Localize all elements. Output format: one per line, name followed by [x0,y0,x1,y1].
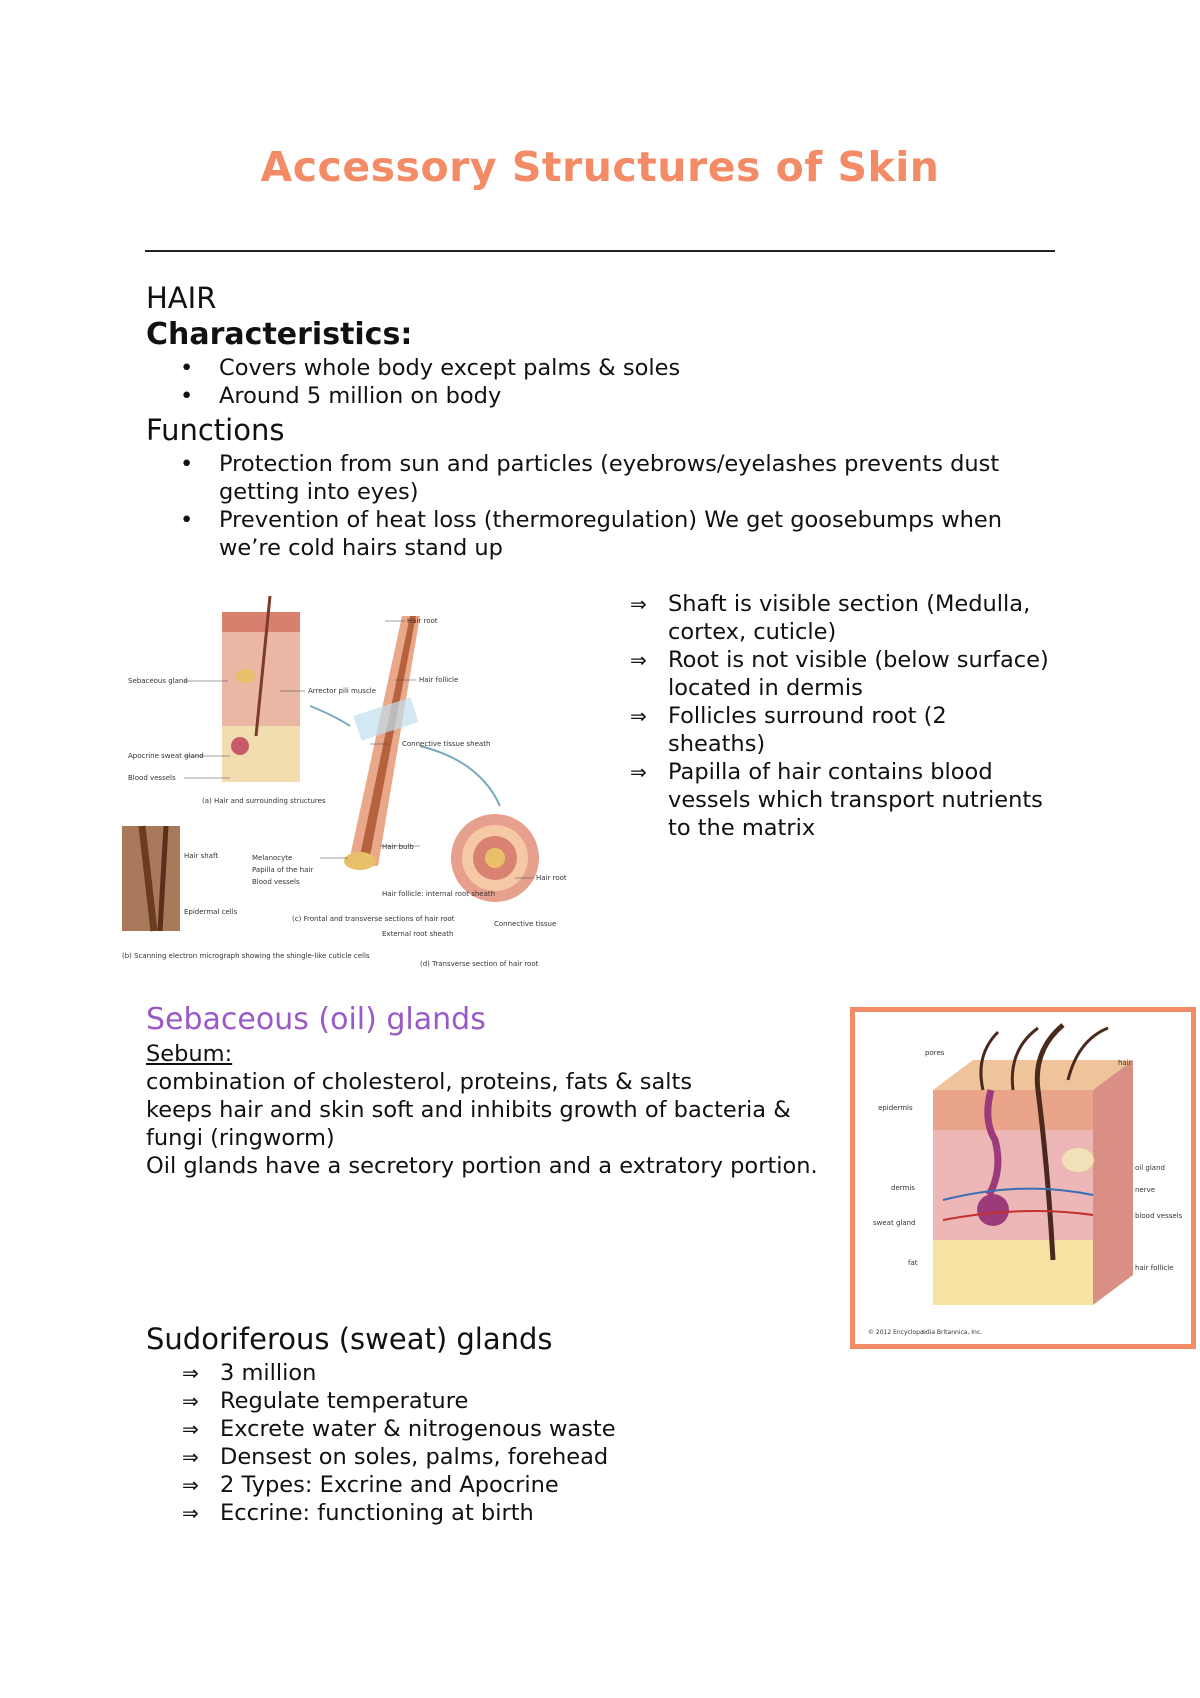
list-item: ⇒Regulate temperature [182,1388,469,1414]
label-hair-shaft: Hair shaft [184,852,218,860]
caption-b: (b) Scanning electron micrograph showing… [122,952,370,960]
bullet-icon: • [180,355,194,381]
double-arrow-icon: ⇒ [630,592,647,616]
oil-gland [1062,1148,1094,1172]
functions-heading: Functions [146,413,285,447]
caption-d: (d) Transverse section of hair root [420,960,539,968]
characteristics-heading: Characteristics: [146,317,413,352]
list-item: ⇒Densest on soles, palms, forehead [182,1444,609,1470]
characteristics-list: •Covers whole body except palms & soles … [146,354,680,410]
label-nerve: nerve [1135,1186,1155,1194]
label-hair-root-2: Hair root [536,874,567,882]
label-sebaceous-gland: Sebaceous gland [128,677,188,685]
sebaceous-heading: Sebaceous (oil) glands [146,1002,486,1037]
skin-cross-section-figure: pores hair epidermis oil gland nerve der… [868,1023,1183,1336]
caption-a: (a) Hair and surrounding structures [202,797,326,805]
list-item: •Covers whole body except palms & soles [180,355,681,381]
double-arrow-icon: ⇒ [182,1361,199,1385]
list-item: ⇒2 Types: Excrine and Apocrine [182,1472,559,1498]
label-blood-vessels: Blood vessels [128,774,176,782]
bullet-icon: • [180,507,194,533]
label-external: External root sheath [382,930,453,938]
sebaceous-line: combination of cholesterol, proteins, fa… [146,1069,693,1095]
double-arrow-icon: ⇒ [182,1389,199,1413]
sweat-gland [977,1194,1009,1226]
double-arrow-icon: ⇒ [182,1417,199,1441]
sebaceous-body: Sebum: combination of cholesterol, prote… [146,1040,826,1180]
label-epidermal: Epidermal cells [184,908,238,916]
fat-layer [933,1240,1093,1305]
label-papilla: Papilla of the hair [252,866,313,874]
label-apocrine: Apocrine sweat gland [128,752,204,760]
double-arrow-icon: ⇒ [630,648,647,672]
dermis-layer [933,1130,1093,1240]
double-arrow-icon: ⇒ [630,704,647,728]
hair-structure-figure: Sebaceous gland Arrector pili muscle Apo… [122,596,567,968]
list-item: ⇒Follicles surround root (2 sheaths) [630,703,947,757]
label-oil-gland: oil gland [1135,1164,1165,1172]
list-item: ⇒Excrete water & nitrogenous waste [182,1416,616,1442]
label-hair: hair [1118,1059,1132,1067]
label-sweat-gland: sweat gland [873,1219,916,1227]
list-item: •Around 5 million on body [180,383,502,409]
double-arrow-icon: ⇒ [182,1501,199,1525]
sebum-label: Sebum: [146,1041,233,1067]
label-internal: Hair follicle: internal root sheath [382,890,495,898]
sweat-heading: Sudoriferous (sweat) glands [146,1322,553,1356]
label-fat: fat [908,1259,918,1267]
label-epidermis: epidermis [878,1104,913,1112]
label-hair-root: Hair root [407,617,438,625]
double-arrow-icon: ⇒ [182,1445,199,1469]
sebaceous-line: keeps hair and skin soft and inhibits gr… [146,1097,791,1151]
label-blood-vessels: blood vessels [1135,1212,1183,1220]
list-item: ⇒Papilla of hair contains blood vessels … [630,759,1043,841]
label-dermis: dermis [891,1184,915,1192]
label-connective: Connective tissue sheath [402,740,490,748]
label-hair-follicle: Hair follicle [419,676,458,684]
hair-structure-notes: ⇒Shaft is visible section (Medulla, cort… [630,590,1050,842]
hair-heading: HAIR [146,281,217,315]
double-arrow-icon: ⇒ [182,1473,199,1497]
functions-list: •Protection from sun and particles (eyeb… [146,450,1026,562]
list-item: ⇒3 million [182,1360,317,1386]
list-item: ⇒Eccrine: functioning at birth [182,1500,534,1526]
label-arrector-pili: Arrector pili muscle [308,687,376,695]
sweat-list: ⇒3 million ⇒Regulate temperature ⇒Excret… [182,1359,616,1527]
list-item: •Protection from sun and particles (eyeb… [180,451,1000,505]
skin-diagram-frame: pores hair epidermis oil gland nerve der… [850,1007,1196,1349]
label-hair-bulb: Hair bulb [382,843,414,851]
label-melanocyte: Melanocyte [252,854,292,862]
copyright-text: © 2012 Encyclopædia Britannica, Inc. [868,1329,982,1336]
label-connective-tissue: Connective tissue [494,920,556,928]
label-blood-vessel: Blood vessels [252,878,300,886]
list-item: ⇒Root is not visible (below surface) loc… [630,647,1049,701]
bullet-icon: • [180,451,194,477]
label-pores: pores [925,1049,945,1057]
list-item: ⇒Shaft is visible section (Medulla, cort… [630,591,1031,645]
page-title: Accessory Structures of Skin [260,143,940,191]
epidermis-layer [933,1090,1093,1130]
double-arrow-icon: ⇒ [630,760,647,784]
list-item: •Prevention of heat loss (thermoregulati… [180,507,1002,561]
bullet-icon: • [180,383,194,409]
sebaceous-line: Oil glands have a secretory portion and … [146,1153,818,1179]
title-divider [145,250,1055,252]
caption-c: (c) Frontal and transverse sections of h… [292,915,455,923]
label-hair-follicle: hair follicle [1135,1264,1173,1272]
